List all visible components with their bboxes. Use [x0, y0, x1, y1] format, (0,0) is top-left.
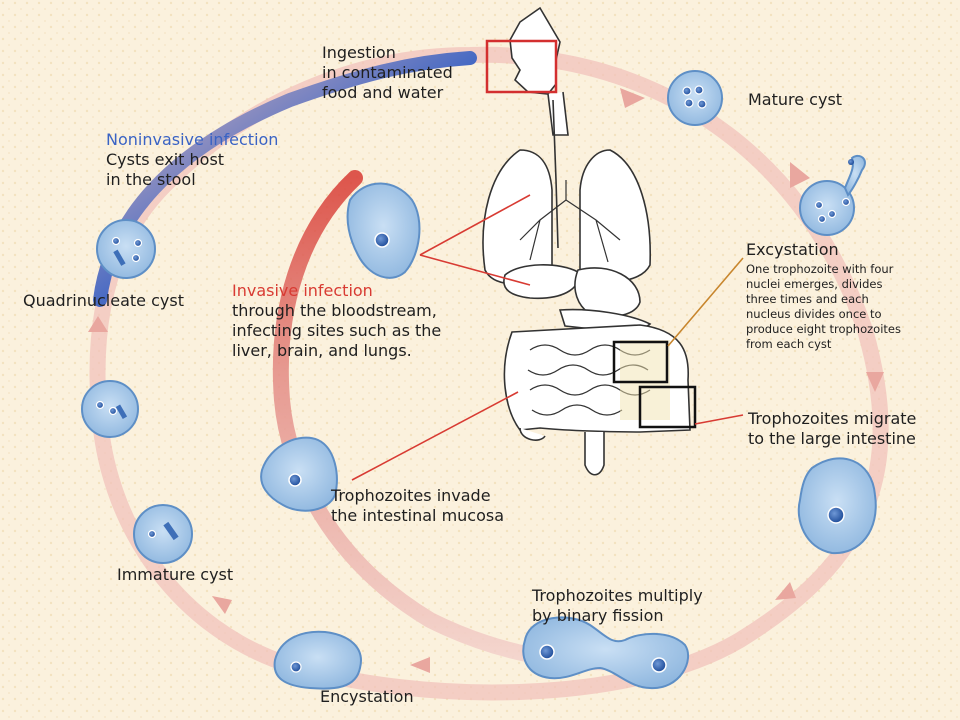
- mature-cyst-label-text: Mature cyst: [748, 90, 843, 109]
- pointer-line-invasive-liver: [419, 254, 531, 286]
- rectum: [584, 432, 605, 476]
- pointer-lines: [351, 194, 744, 481]
- cycle-arrow: [790, 162, 810, 188]
- excystation-description-line: nuclei emerges, divides: [746, 277, 883, 291]
- small-intestine-highlight-box: [612, 340, 669, 384]
- invade-label-line: Trophozoites invade: [331, 486, 491, 505]
- pointer-line-invade: [351, 391, 519, 481]
- ingestion-label-line: food and water: [322, 83, 444, 102]
- immature-cyst-label-text: Immature cyst: [117, 565, 234, 584]
- mature-cyst: [667, 70, 723, 126]
- pointer-line-invasive-lung: [419, 194, 531, 256]
- migrate-label-line: to the large intestine: [748, 429, 916, 448]
- left-lung: [482, 149, 553, 285]
- trophozoite-mucosa: [260, 436, 338, 512]
- cycle-arrow: [775, 582, 796, 600]
- human-digestive-system-illustration: [482, 6, 691, 476]
- noninvasive-title: Noninvasive infection: [106, 130, 278, 150]
- liver: [503, 264, 580, 300]
- dividing-trophozoite: [522, 616, 690, 690]
- cycle-arrow: [866, 372, 884, 392]
- bronchi: [519, 180, 621, 263]
- encystation-label-text: Encystation: [320, 687, 414, 706]
- excystation-title: Excystation: [746, 240, 839, 260]
- cycle-arrow: [620, 88, 645, 108]
- ingestion-label-line: in contaminated: [322, 63, 453, 82]
- esophagus: [552, 99, 559, 249]
- noninvasive-description: Cysts exit host in the stool: [106, 150, 224, 190]
- excystation-description-line: from each cyst: [746, 337, 832, 351]
- invasive-trophozoite: [346, 182, 421, 279]
- immature-cyst-label: Immature cyst: [117, 565, 233, 585]
- multiply-label-line: by binary fission: [532, 606, 664, 625]
- noninvasive-description-line: Cysts exit host: [106, 150, 225, 169]
- migrate-label: Trophozoites migrate to the large intest…: [748, 409, 916, 449]
- multiply-label-line: Trophozoites multiply: [532, 586, 703, 605]
- small-intestine: [527, 344, 651, 416]
- quadrinucleate-cyst-label: Quadrinucleate cyst: [23, 291, 184, 311]
- invasive-description: through the bloodstream, infecting sites…: [232, 301, 441, 361]
- invasive-title: Invasive infection: [232, 281, 373, 301]
- encysting-trophozoite: [273, 630, 362, 690]
- invasive-description-line: through the bloodstream,: [232, 301, 437, 320]
- trophozoite-large-intestine: [797, 457, 877, 555]
- excystation-description-line: nucleus divides once to: [746, 307, 882, 321]
- stomach: [574, 267, 641, 317]
- noninvasive-description-line: in the stool: [106, 170, 196, 189]
- right-lung: [579, 149, 652, 283]
- cycle-arrow: [410, 657, 430, 673]
- excystation-description-line: produce eight trophozoites: [746, 322, 901, 336]
- quadrinucleate-cyst-label-text: Quadrinucleate cyst: [23, 291, 184, 310]
- binucleate-cyst: [81, 380, 139, 438]
- excystation-description-line: One trophozoite with four: [746, 262, 894, 276]
- immature-cyst: [133, 504, 193, 564]
- invasive-title-text: Invasive infection: [232, 281, 373, 300]
- throat: [547, 91, 569, 136]
- ingestion-label-line: Ingestion: [322, 43, 396, 62]
- large-intestine-highlight-box: [638, 385, 697, 429]
- migrate-label-line: Trophozoites migrate: [748, 409, 917, 428]
- ingestion-label: Ingestion in contaminated food and water: [322, 43, 453, 103]
- pointer-line-excystation: [667, 257, 744, 347]
- invade-label-line: the intestinal mucosa: [331, 506, 505, 525]
- excysting-cyst: [799, 154, 866, 236]
- appendix: [519, 427, 546, 441]
- excystation-description-line: three times and each: [746, 292, 869, 306]
- invasive-description-line: infecting sites such as the: [232, 321, 442, 340]
- cycle-arrow: [212, 596, 232, 614]
- excystation-description: One trophozoite with four nuclei emerges…: [746, 262, 901, 352]
- encystation-label: Encystation: [320, 687, 414, 707]
- excystation-title-text: Excystation: [746, 240, 839, 259]
- mouth-highlight-box: [485, 39, 558, 94]
- cycle-arrow: [88, 316, 108, 332]
- multiply-label: Trophozoites multiply by binary fission: [532, 586, 703, 626]
- head-profile: [509, 6, 561, 95]
- pointer-line-migrate: [694, 414, 744, 425]
- cecum-shading: [620, 340, 670, 420]
- mature-cyst-label: Mature cyst: [748, 90, 842, 110]
- noninvasive-title-text: Noninvasive infection: [106, 130, 279, 149]
- quadrinucleate-cyst: [96, 219, 156, 279]
- invade-label: Trophozoites invade the intestinal mucos…: [331, 486, 504, 526]
- invasive-description-line: liver, brain, and lungs.: [232, 341, 412, 360]
